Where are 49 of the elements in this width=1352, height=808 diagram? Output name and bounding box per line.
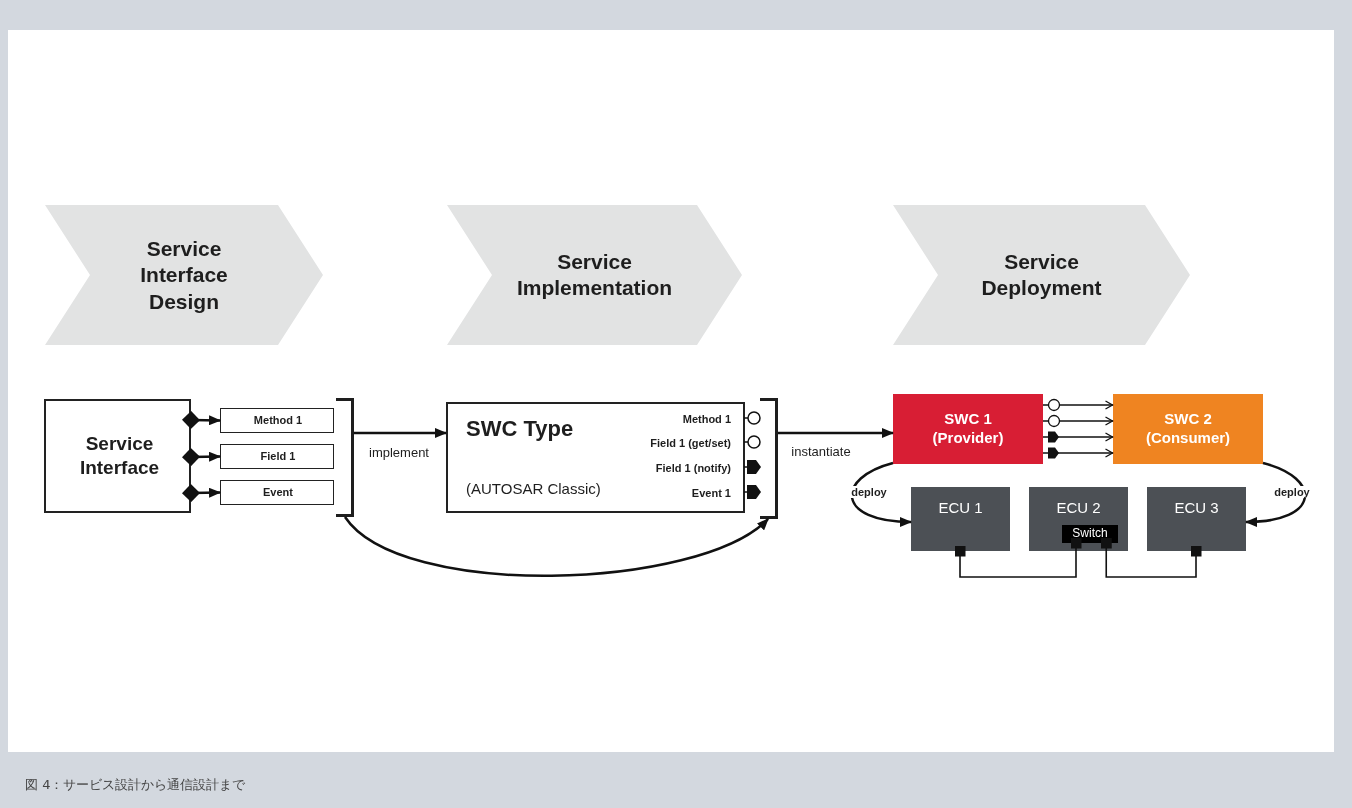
member-label: Method 1 bbox=[252, 413, 304, 428]
edge-label: deploy bbox=[849, 486, 889, 498]
member-label: Field 1 bbox=[259, 449, 297, 464]
chevron-step bbox=[45, 205, 323, 345]
port-label: Field 1 (get/set) bbox=[650, 437, 731, 449]
arrow bbox=[1042, 447, 1114, 459]
arrow bbox=[1245, 461, 1306, 527]
edge-label: deploy bbox=[1272, 486, 1312, 498]
member-box bbox=[220, 408, 334, 433]
arrow bbox=[354, 427, 447, 438]
arrow bbox=[182, 448, 221, 466]
ecu-label: ECU 3 bbox=[1173, 499, 1220, 516]
arrow bbox=[182, 411, 221, 429]
bracket bbox=[760, 398, 778, 519]
arrow bbox=[1042, 414, 1114, 428]
arrow bbox=[344, 516, 769, 577]
ecu-block bbox=[1029, 487, 1128, 551]
member-box bbox=[220, 480, 334, 505]
port-label: Method 1 bbox=[682, 413, 731, 425]
step-title: Service Implementation bbox=[515, 248, 674, 301]
port-label: Field 1 (notify) bbox=[655, 462, 731, 474]
bracket bbox=[336, 398, 354, 517]
platform-label: (AUTOSAR Classic) bbox=[466, 480, 601, 497]
member-label: Event bbox=[262, 485, 294, 500]
chevron-step bbox=[893, 205, 1190, 345]
port-label: Event 1 bbox=[691, 487, 731, 499]
chevron-step bbox=[447, 205, 742, 345]
ecu-block bbox=[1147, 487, 1246, 551]
member-box bbox=[220, 444, 334, 469]
consumer-block bbox=[1113, 394, 1263, 464]
arrow bbox=[1042, 398, 1114, 412]
block-label: SWC 2 (Consumer) bbox=[1144, 410, 1232, 448]
step-title: Service Deployment bbox=[980, 248, 1103, 301]
switch-label: Switch bbox=[1071, 526, 1109, 540]
step-title: Service Interface Design bbox=[139, 235, 229, 315]
ecu-label: ECU 2 bbox=[1055, 499, 1102, 516]
arrow bbox=[850, 461, 912, 527]
ecu-block bbox=[911, 487, 1010, 551]
box-title: Service Interface bbox=[78, 432, 161, 480]
provider-block bbox=[893, 394, 1043, 464]
arrow bbox=[182, 484, 221, 503]
figure-caption: 図 4：サービス設計から通信設計まで bbox=[25, 776, 246, 794]
ecu-label: ECU 1 bbox=[937, 499, 984, 516]
component-box bbox=[446, 402, 745, 513]
block-label: SWC 1 (Provider) bbox=[931, 410, 1005, 448]
interface-box bbox=[44, 399, 191, 513]
arrow bbox=[1042, 431, 1114, 443]
switch-block bbox=[1062, 525, 1118, 543]
component-title: SWC Type bbox=[466, 416, 574, 442]
